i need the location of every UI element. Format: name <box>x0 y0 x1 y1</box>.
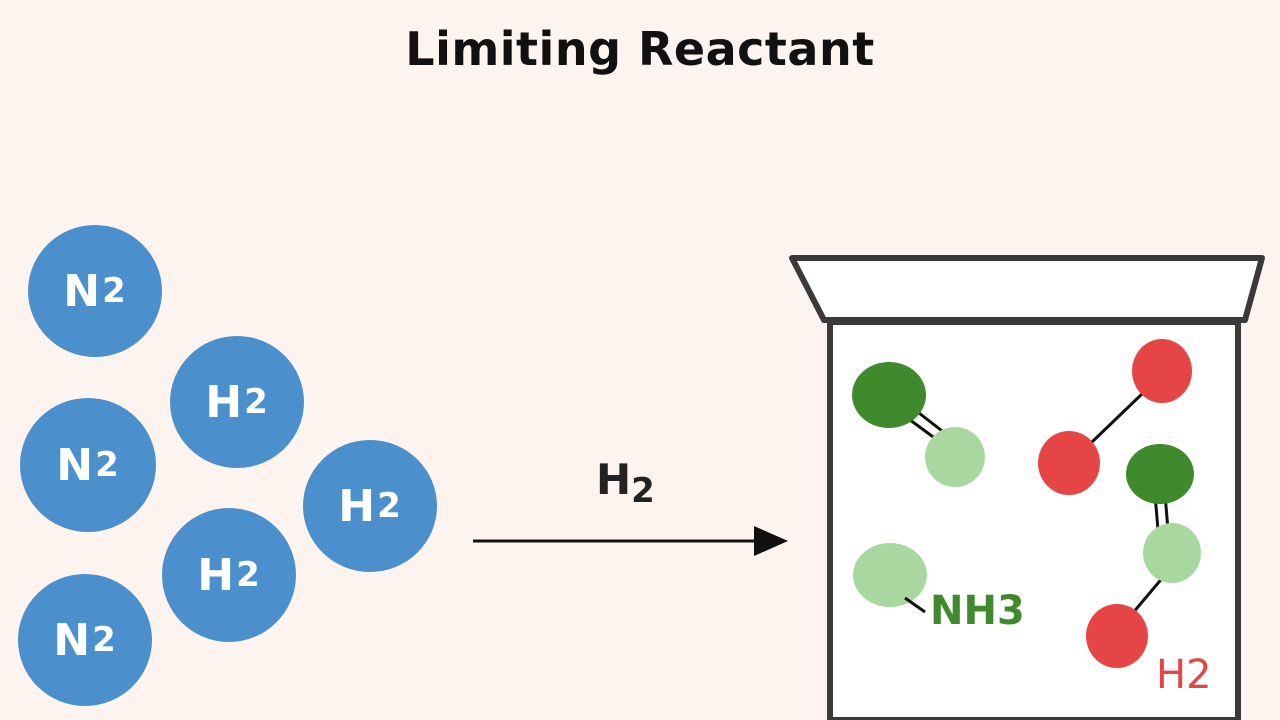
dark-green-atom <box>1126 444 1194 504</box>
product-label-nh3: NH3 <box>930 588 1025 634</box>
molecule-chain <box>1086 444 1201 668</box>
red-atom <box>1038 431 1100 495</box>
beaker-rim <box>789 255 1265 323</box>
red-atom <box>1086 604 1148 668</box>
light-green-atom <box>925 427 985 487</box>
molecule-label: N <box>56 439 95 491</box>
molecule-nh-pair <box>852 362 985 487</box>
molecule-nh3 <box>853 543 927 614</box>
excess-label-h2: H2 <box>1156 652 1212 698</box>
molecule-subscript: 2 <box>95 445 120 485</box>
arrow-label: H2 <box>596 455 655 511</box>
light-green-atom <box>853 543 927 607</box>
dark-green-atom <box>852 362 926 428</box>
molecule-label: H <box>338 480 377 532</box>
molecule-label: H <box>205 376 244 428</box>
molecule-label: N <box>63 265 102 317</box>
molecule-label: N <box>53 614 92 666</box>
molecule-red-pair <box>1038 339 1192 495</box>
molecule-subscript: 2 <box>102 271 127 311</box>
molecule-subscript: 2 <box>92 620 117 660</box>
molecule-subscript: 2 <box>236 555 261 595</box>
arrow-label-base: H <box>596 455 632 504</box>
molecule-subscript: 2 <box>244 382 269 422</box>
reaction-arrow <box>473 526 788 556</box>
molecule-label: H <box>197 549 236 601</box>
red-atom <box>1132 339 1192 403</box>
light-green-atom <box>1143 523 1201 583</box>
molecule-subscript: 2 <box>377 486 402 526</box>
page-title: Limiting Reactant <box>405 22 875 76</box>
arrow-label-subscript: 2 <box>631 471 655 511</box>
beaker <box>789 255 1265 720</box>
